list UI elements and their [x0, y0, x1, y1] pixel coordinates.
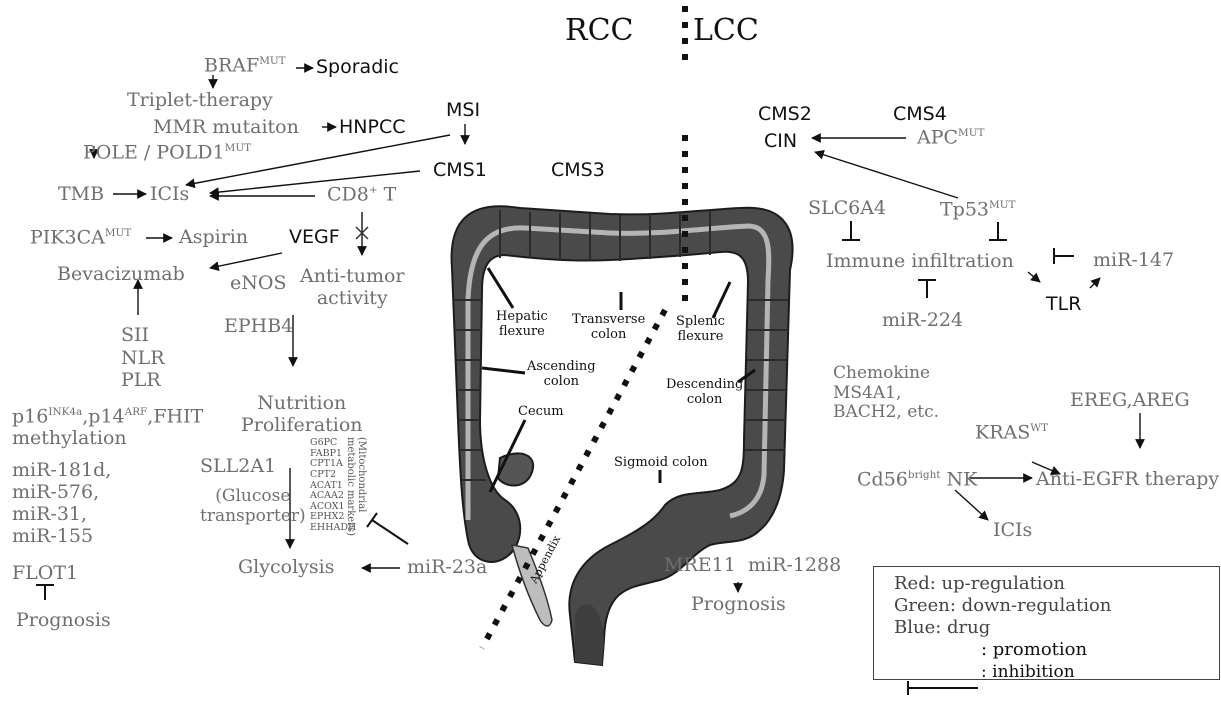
legend-blue: Blue: drug: [894, 617, 990, 638]
cecum-label: Cecum: [518, 405, 564, 420]
sii-label: SII: [121, 325, 149, 347]
hnpcc-label: HNPCC: [339, 117, 406, 139]
mre11-label: MRE11: [664, 555, 736, 577]
tmb-label: TMB: [58, 184, 104, 206]
mmr-label: MMR mutaiton: [153, 117, 299, 139]
cin-label: CIN: [764, 131, 797, 153]
msi-label: MSI: [446, 100, 480, 122]
mitochondrial-markers-label: (Mitochondrial metabolic markers): [345, 437, 367, 537]
slc6a4-label: SLC6A4: [808, 198, 886, 220]
sporadic-label: Sporadic: [316, 57, 399, 79]
right-icis-label: ICIs: [993, 520, 1032, 542]
kras-wt-label: KRASWT: [975, 422, 1048, 444]
mir-1288-label: miR-1288: [748, 555, 841, 577]
apc-mut-label: APCMUT: [917, 127, 985, 149]
sigmoid-colon-label: Sigmoid colon: [614, 456, 708, 471]
legend-green: Green: down-regulation: [894, 595, 1111, 616]
right-prognosis-label: Prognosis: [691, 594, 786, 616]
lcc-header: LCC: [693, 14, 759, 49]
anti-egfr-label: Anti-EGFR therapy: [1036, 469, 1219, 491]
cms2-label: CMS2: [758, 104, 812, 126]
tlr-label: TLR: [1046, 294, 1081, 316]
cms4-label: CMS4: [893, 104, 947, 126]
legend-promotion: : promotion: [981, 639, 1087, 660]
braf-mut-label: BRAFMUT: [204, 55, 286, 77]
nlr-label: NLR: [121, 348, 165, 370]
pik3ca-label: PIK3CAMUT: [30, 227, 131, 249]
plr-label: PLR: [121, 370, 161, 392]
cms1-label: CMS1: [433, 160, 487, 182]
ephb4-label: EPHB4: [224, 316, 293, 338]
tp53-mut-label: Tp53MUT: [940, 199, 1015, 221]
glycolysis-label: Glycolysis: [238, 557, 334, 579]
left-prognosis-label: Prognosis: [16, 610, 111, 632]
bevacizumab-label: Bevacizumab: [57, 264, 185, 286]
aspirin-label: Aspirin: [179, 227, 248, 249]
vegf-label: VEGF: [289, 227, 340, 249]
mir-23a-label: miR-23a: [407, 557, 487, 579]
mirna-list-label: miR-181d,miR-576,miR-31,miR-155: [12, 460, 111, 547]
immune-infiltration-label: Immune infiltration: [826, 251, 1014, 273]
legend: Red: up-regulation Green: down-regulatio…: [873, 566, 1220, 680]
legend-inhibition: : inhibition: [981, 662, 1075, 682]
pole-pold1-label: POLE / POLD1MUT: [83, 142, 251, 164]
sll2a1-label: SLL2A1: [200, 456, 276, 478]
mir-147-label: miR-147: [1093, 250, 1174, 272]
cd56-nk-label: Cd56bright NK: [857, 469, 977, 491]
enos-label: eNOS: [230, 273, 286, 295]
methylation-label: p16INK4a,p14ARF,FHIT methylation: [12, 406, 203, 450]
flot1-label: FLOT1: [12, 563, 78, 585]
cd8-t-label: CD8+ T: [327, 184, 396, 206]
mir-224-label: miR-224: [882, 310, 963, 332]
rcc-header: RCC: [565, 14, 634, 49]
cms3-label: CMS3: [551, 160, 605, 182]
legend-red: Red: up-regulation: [894, 573, 1065, 594]
icis-label: ICIs: [150, 184, 189, 206]
triplet-therapy-label: Triplet-therapy: [127, 90, 273, 112]
ereg-areg-label: EREG,AREG: [1070, 390, 1190, 412]
